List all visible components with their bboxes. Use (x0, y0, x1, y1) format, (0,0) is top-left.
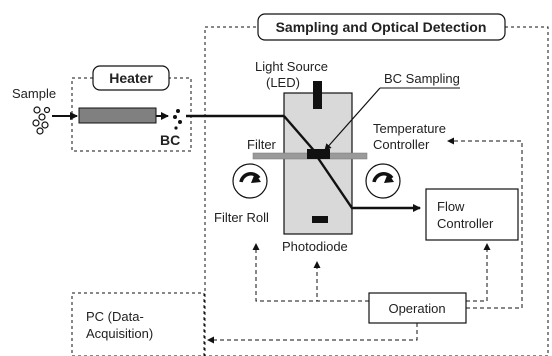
bc-sampling-pointer (324, 87, 381, 151)
bc-sample-spot (307, 149, 330, 159)
control-line-filter-roll (252, 243, 369, 302)
filter-roll-label: Filter Roll (214, 210, 269, 225)
heater-element (78, 107, 157, 124)
sample-particles-icon (32, 106, 51, 135)
control-line-pc (207, 323, 418, 344)
control-lines (207, 137, 523, 344)
pc-box: PC (Data- Acquisition) (71, 292, 205, 356)
control-line-flow (466, 243, 491, 302)
bc-sampling-label: BC Sampling (384, 71, 460, 86)
flow-controller-box: Flow Controller (425, 188, 519, 241)
filter-roll-left (232, 163, 268, 199)
operation-box: Operation (368, 292, 467, 324)
temp-controller-label-line2: Controller (373, 137, 430, 152)
bc-label: BC (160, 132, 180, 148)
flow-path-to-controller (317, 157, 421, 212)
heater-box: Heater BC (71, 65, 192, 152)
bc-particles-icon (173, 109, 182, 130)
operation-label: Operation (388, 301, 445, 316)
heater-title-box (92, 65, 170, 91)
flow-controller-label-line1: Flow (437, 199, 465, 214)
pc-label-line1: PC (Data- (86, 309, 144, 324)
light-source-label-line1: Light Source (255, 59, 328, 74)
filter-label: Filter (247, 137, 277, 152)
panel-title: Sampling and Optical Detection (276, 19, 487, 35)
flow-path-to-filter (283, 115, 318, 155)
light-source-label-line2: (LED) (266, 75, 300, 90)
led-icon (313, 81, 322, 109)
photodiode-label: Photodiode (282, 239, 348, 254)
photodiode-icon (312, 216, 328, 223)
control-line-temperature (447, 137, 523, 309)
optical-chamber (283, 92, 353, 235)
pc-label-line2: Acquisition) (86, 326, 153, 341)
panel-title-box (257, 13, 506, 41)
flow-controller-label-line2: Controller (437, 216, 494, 231)
filter-roll-right (365, 163, 401, 199)
sample-label: Sample (12, 86, 56, 101)
control-line-photodiode (313, 261, 369, 302)
temp-controller-label-line1: Temperature (373, 121, 446, 136)
sampling-optical-panel: Sampling and Optical Detection (204, 13, 549, 356)
heater-title: Heater (109, 70, 153, 86)
